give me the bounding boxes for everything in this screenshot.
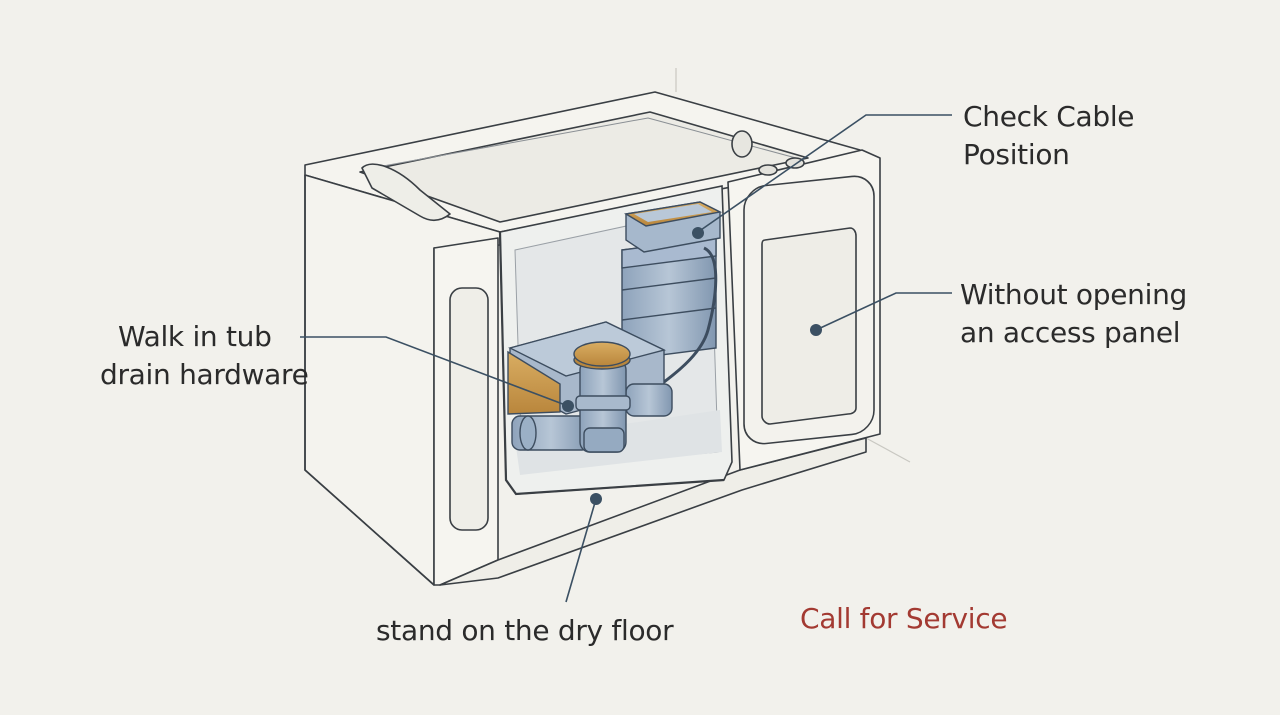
dot-drain-hardware xyxy=(562,400,574,412)
leader-drain-hardware xyxy=(300,336,569,407)
dot-access-panel xyxy=(810,324,822,336)
leader-dry-floor xyxy=(565,498,597,603)
dot-dry-floor xyxy=(590,493,602,505)
drain-hardware xyxy=(507,321,673,453)
label-drain-hardware-line1: Walk in tub xyxy=(118,320,272,353)
leader-lines xyxy=(300,114,952,603)
call-for-service-label: Call for Service xyxy=(800,602,1008,635)
label-drain-hardware: Walk in tub drain hardware xyxy=(100,318,309,394)
label-check-cable-line1: Check Cable xyxy=(963,100,1135,133)
leader-check-cable xyxy=(697,114,952,233)
label-dry-floor: stand on the dry floor xyxy=(376,614,674,647)
label-check-cable: Check Cable Position xyxy=(963,98,1135,174)
label-access-panel: Without opening an access panel xyxy=(960,276,1187,352)
tub-body xyxy=(304,91,881,586)
leader-access-panel xyxy=(815,292,952,331)
dot-check-cable xyxy=(692,227,704,239)
label-check-cable-line2: Position xyxy=(963,138,1070,171)
leader-dots xyxy=(562,227,822,505)
label-access-panel-line2: an access panel xyxy=(960,316,1181,349)
pump-unit xyxy=(621,201,723,384)
label-access-panel-line1: Without opening xyxy=(960,278,1188,311)
label-drain-hardware-line2: drain hardware xyxy=(100,358,309,391)
